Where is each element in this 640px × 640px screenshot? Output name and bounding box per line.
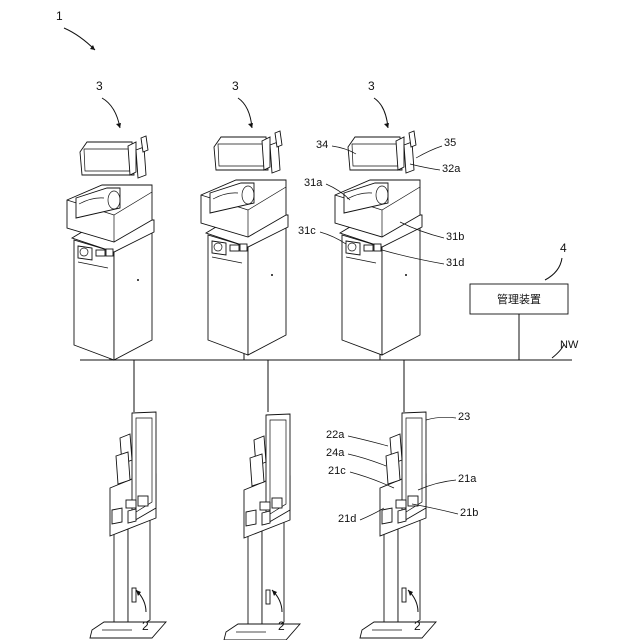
settlement-ref-label-3: 3 — [368, 79, 375, 93]
registration-ref-label-3: 2 — [414, 619, 421, 633]
part-35-label: 35 — [444, 137, 456, 149]
part-31b-label: 31b — [446, 231, 464, 243]
part-22a-label: 22a — [326, 429, 345, 441]
management-ref-label: 4 — [560, 241, 567, 255]
part-35-leader — [416, 146, 442, 158]
part-23-leader — [426, 417, 456, 420]
system-ref-label: 1 — [56, 9, 63, 23]
part-31d-label: 31d — [446, 257, 464, 269]
registration-kiosk-3: 2 23 22a 24a 21c 21a 21b 21d — [326, 411, 478, 638]
settlement-ref-leader-1 — [102, 98, 120, 128]
part-31a-label: 31a — [304, 177, 323, 189]
registration-kiosk-2: 2 — [224, 414, 300, 640]
part-32a-leader — [410, 164, 440, 170]
registration-ref-label-2: 2 — [278, 619, 285, 633]
part-21d-label: 21d — [338, 513, 356, 525]
settlement-ref-leader-2 — [238, 98, 252, 128]
part-22a-leader — [348, 436, 388, 446]
registration-ref-label-1: 2 — [142, 619, 149, 633]
part-21b-label: 21b — [460, 507, 478, 519]
part-32a-label: 32a — [442, 163, 461, 175]
settlement-machine-2: 3 — [201, 79, 288, 355]
settlement-machine-1: 3 — [67, 79, 154, 360]
part-24a-label: 24a — [326, 447, 345, 459]
management-ref-leader — [545, 258, 562, 280]
part-23-label: 23 — [458, 411, 470, 423]
management-device-label: 管理装置 — [497, 292, 541, 306]
part-24a-leader — [348, 454, 386, 466]
settlement-ref-leader-3 — [374, 98, 388, 128]
system-ref-leader — [64, 28, 95, 50]
settlement-ref-label-1: 3 — [96, 79, 103, 93]
registration-kiosk-1: 2 — [90, 412, 166, 638]
part-31c-label: 31c — [298, 225, 316, 237]
part-34-label: 34 — [316, 139, 328, 151]
part-21c-label: 21c — [328, 465, 346, 477]
settlement-ref-label-2: 3 — [232, 79, 239, 93]
part-21a-label: 21a — [458, 473, 477, 485]
network-label: NW — [560, 339, 579, 351]
settlement-machine-3: 3 34 35 32a 31a 31b 31c 31d — [298, 79, 464, 355]
